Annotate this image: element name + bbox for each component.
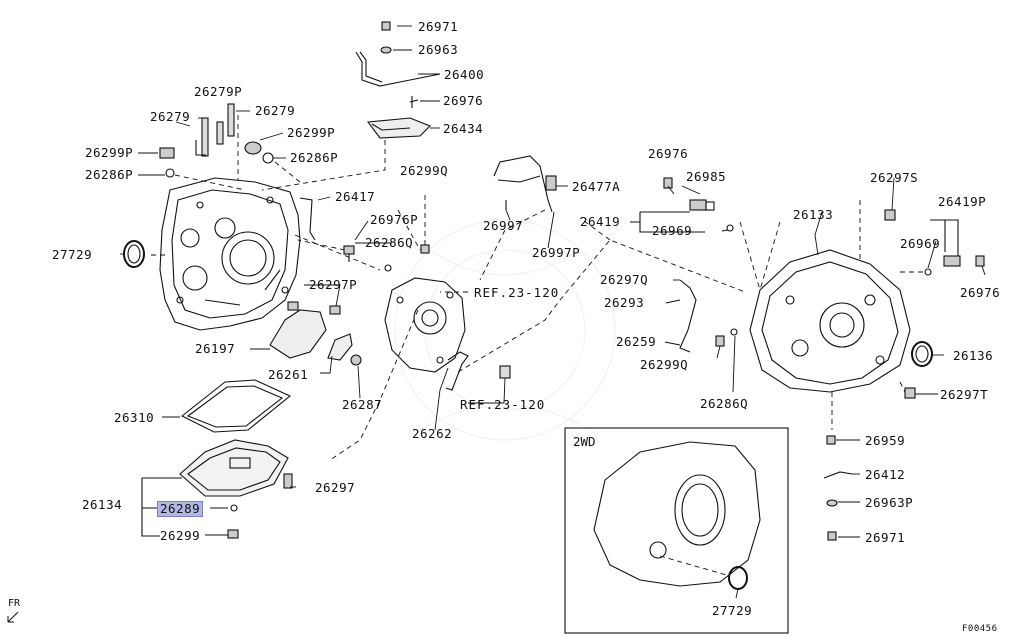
right-transmission-case xyxy=(749,249,911,393)
bracket-26477A xyxy=(493,155,557,213)
label-26293[interactable]: 26293 xyxy=(604,295,645,310)
label-26299P-a[interactable]: 26299P xyxy=(287,125,336,140)
bolt-26976P xyxy=(343,245,355,262)
label-26477A[interactable]: 26477A xyxy=(572,179,621,194)
label-26299Q-top[interactable]: 26299Q xyxy=(400,163,449,178)
label-26976-mid[interactable]: 26976 xyxy=(648,146,689,161)
pipe-26259 xyxy=(679,279,738,353)
label-26286P-a[interactable]: 26286P xyxy=(290,150,339,165)
part-26261 xyxy=(327,333,353,361)
label-26417[interactable]: 26417 xyxy=(335,189,376,204)
label-26286Q-mid[interactable]: 26286Q xyxy=(700,396,749,411)
sensor-26419 xyxy=(630,199,734,233)
label-26286Q[interactable]: 26286Q xyxy=(365,235,414,250)
label-27729-left[interactable]: 27729 xyxy=(52,247,93,262)
label-26969-mid[interactable]: 26969 xyxy=(652,223,693,238)
label-26136[interactable]: 26136 xyxy=(953,348,994,363)
ref-23-120-top[interactable]: REF.23-120 xyxy=(474,285,560,300)
label-26434[interactable]: 26434 xyxy=(443,121,484,136)
label-26297P[interactable]: 26297P xyxy=(309,277,358,292)
label-26289-highlighted[interactable]: 26289 xyxy=(156,501,204,517)
sensor-26419P xyxy=(924,219,985,276)
seal-27729-left xyxy=(123,240,145,268)
label-26400[interactable]: 26400 xyxy=(444,67,485,82)
label-26297[interactable]: 26297 xyxy=(315,480,356,495)
pipe-26417 xyxy=(299,197,316,241)
right-column-parts xyxy=(823,435,853,541)
label-26279-a[interactable]: 26279 xyxy=(255,103,296,118)
bolt-26297P xyxy=(329,305,341,315)
label-27729-box[interactable]: 27729 xyxy=(712,603,753,618)
fr-arrow-icon xyxy=(7,611,19,623)
label-26297Q[interactable]: 26297Q xyxy=(600,272,649,287)
right-leaders xyxy=(739,200,925,430)
drain-plug xyxy=(227,473,293,539)
label-26310[interactable]: 26310 xyxy=(114,410,155,425)
drawing-code: F00456 xyxy=(962,624,998,634)
plug-26299Q xyxy=(420,244,430,254)
oring-26286Q xyxy=(384,264,392,272)
label-26259[interactable]: 26259 xyxy=(616,334,657,349)
inset-2wd-case xyxy=(593,441,761,590)
label-26299Q-mid[interactable]: 26299Q xyxy=(640,357,689,372)
label-26976-right[interactable]: 26976 xyxy=(960,285,1001,300)
label-26133[interactable]: 26133 xyxy=(793,207,834,222)
fr-label: FR xyxy=(8,598,21,609)
label-26997P[interactable]: 26997P xyxy=(532,245,581,260)
plug-26287 xyxy=(350,354,362,366)
label-26963-top[interactable]: 26963 xyxy=(418,42,459,57)
label-26297S[interactable]: 26297S xyxy=(870,170,919,185)
label-26412[interactable]: 26412 xyxy=(865,467,906,482)
label-26262[interactable]: 26262 xyxy=(412,426,453,441)
label-leaders xyxy=(120,25,986,599)
part-26197 xyxy=(269,301,327,359)
label-26299[interactable]: 26299 xyxy=(160,528,201,543)
label-26419P[interactable]: 26419P xyxy=(938,194,987,209)
inset-2wd-box xyxy=(564,427,789,634)
valve-bracket-top xyxy=(355,21,441,139)
label-26299P-b[interactable]: 26299P xyxy=(85,145,134,160)
label-26197[interactable]: 26197 xyxy=(195,341,236,356)
label-26997[interactable]: 26997 xyxy=(483,218,524,233)
bolts-right xyxy=(663,177,916,399)
watermark xyxy=(394,219,616,441)
label-26971-top[interactable]: 26971 xyxy=(418,19,459,34)
label-26286P-b[interactable]: 26286P xyxy=(85,167,134,182)
label-26963P[interactable]: 26963P xyxy=(865,495,914,510)
label-26971-right[interactable]: 26971 xyxy=(865,530,906,545)
label-26297T[interactable]: 26297T xyxy=(940,387,989,402)
ref-23-120-bottom[interactable]: REF.23-120 xyxy=(460,397,546,412)
gasket-26310 xyxy=(180,379,292,433)
oil-pan-26134 xyxy=(141,439,289,537)
inset-title: 2WD xyxy=(573,434,596,449)
center-leaders xyxy=(329,195,746,461)
label-26261[interactable]: 26261 xyxy=(268,367,309,382)
label-26976P[interactable]: 26976P xyxy=(370,212,419,227)
label-26419[interactable]: 26419 xyxy=(580,214,621,229)
oil-pump-center xyxy=(384,277,466,373)
label-26969-right[interactable]: 26969 xyxy=(900,236,941,251)
left-leaders xyxy=(150,115,386,271)
label-26959[interactable]: 26959 xyxy=(865,433,906,448)
seal-26136 xyxy=(911,341,933,367)
label-26976-top[interactable]: 26976 xyxy=(443,93,484,108)
label-26279P[interactable]: 26279P xyxy=(194,84,243,99)
left-transmission-case xyxy=(159,177,301,331)
label-26287[interactable]: 26287 xyxy=(342,397,383,412)
label-26985[interactable]: 26985 xyxy=(686,169,727,184)
label-26134[interactable]: 26134 xyxy=(82,497,123,512)
label-26279-b[interactable]: 26279 xyxy=(150,109,191,124)
